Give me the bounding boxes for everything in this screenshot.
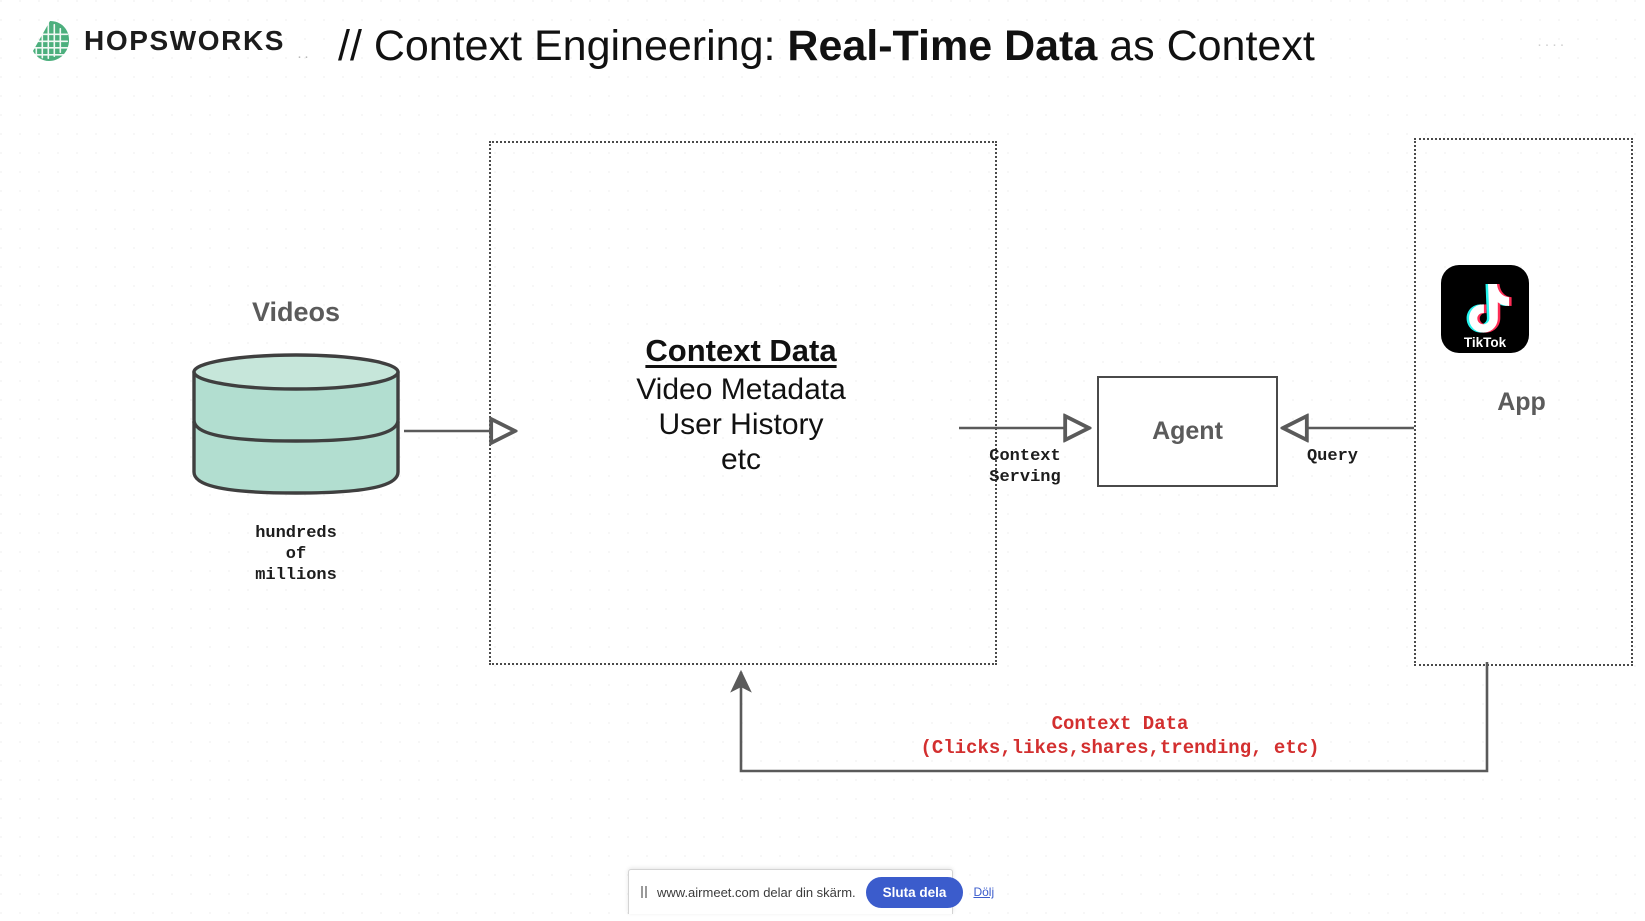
hops-cone-icon bbox=[32, 21, 69, 61]
brand-lockup: HOPSWORKS bbox=[30, 20, 285, 62]
context-data-line-3: etc bbox=[720, 443, 762, 476]
videos-label: Videos bbox=[251, 297, 341, 327]
app-label: App bbox=[1497, 388, 1546, 416]
context-data-line-1: Video Metadata bbox=[636, 373, 846, 406]
database-cylinder-icon bbox=[192, 353, 400, 495]
tiktok-logo-icon: TikTok bbox=[1441, 265, 1529, 353]
title-emphasis: Real-Time Data bbox=[787, 22, 1098, 70]
title-suffix: as Context bbox=[1097, 22, 1315, 70]
app-boundary bbox=[1414, 138, 1633, 666]
feedback-annotation: Context Data (Clicks,likes,shares,trendi… bbox=[870, 712, 1370, 760]
page-title: // Context Engineering: Real-Time Data a… bbox=[338, 19, 1315, 73]
context-data-line-2: User History bbox=[658, 408, 824, 441]
svg-text:TikTok: TikTok bbox=[1464, 335, 1507, 350]
feedback-line-1: Context Data bbox=[1051, 713, 1189, 735]
agent-label: Agent bbox=[1152, 417, 1223, 445]
pause-bars-icon bbox=[641, 886, 647, 898]
agent-box: Agent bbox=[1097, 376, 1278, 487]
screenshare-bar: www.airmeet.com delar din skärm. Sluta d… bbox=[628, 869, 994, 914]
query-label: Query bbox=[1306, 447, 1358, 466]
context-data-heading: Context Data bbox=[645, 333, 837, 368]
videos-scale-caption: hundreds of millions bbox=[255, 524, 337, 585]
context-serving-label: Context Serving bbox=[989, 447, 1061, 487]
screenshare-message: www.airmeet.com delar din skärm. bbox=[657, 884, 856, 900]
brand-wordmark: HOPSWORKS bbox=[84, 25, 286, 56]
context-data-stack: Context Data Video Metadata User History… bbox=[489, 330, 993, 477]
title-prefix: // Context Engineering: bbox=[338, 22, 788, 70]
brand-trailing-dots: ·· bbox=[297, 48, 311, 65]
hide-link[interactable]: Dölj bbox=[973, 885, 995, 899]
stop-sharing-button[interactable]: Sluta dela bbox=[865, 876, 964, 908]
slide-header: HOPSWORKS ·· ···· // Context Engineering… bbox=[0, 0, 1645, 92]
feedback-line-2: (Clicks,likes,shares,trending, etc) bbox=[920, 737, 1320, 759]
header-right-dots: ···· bbox=[1537, 36, 1567, 53]
